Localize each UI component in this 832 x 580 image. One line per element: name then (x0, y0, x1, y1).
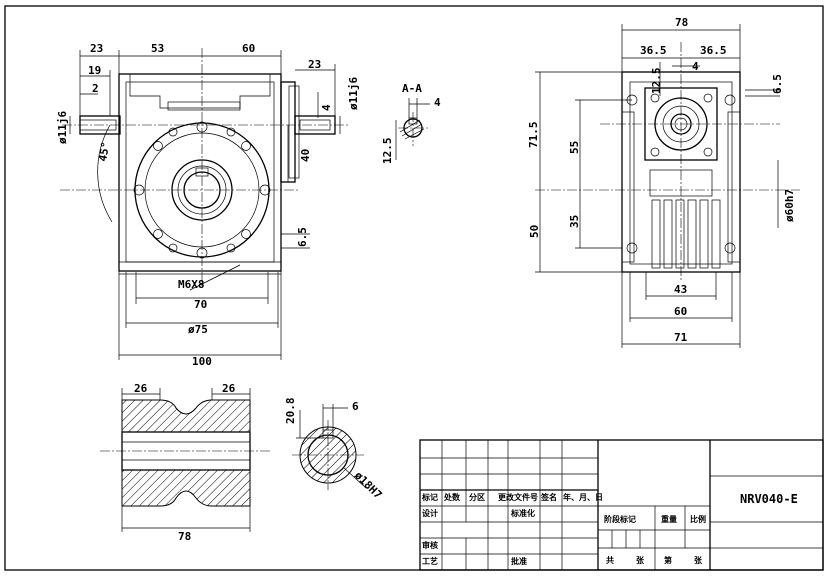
tb-sheet-unit1: 张 (636, 556, 645, 565)
dim-45deg: 45° (96, 141, 112, 163)
title-block-frame (419, 439, 824, 571)
shaft-dim-78: 78 (178, 530, 191, 543)
tb-weight: 重量 (661, 514, 677, 524)
tb-cell-approve: 批准 (511, 556, 527, 566)
side-dim-12-5: 12.5 (650, 68, 663, 95)
side-dim-78: 78 (675, 16, 688, 29)
side-dim-55: 55 (568, 141, 581, 154)
tb-cell-design: 设计 (422, 508, 438, 518)
dim-shaft-right: ø11j6 (347, 77, 360, 110)
dim-23-right: 23 (308, 58, 321, 71)
bolt-hole (153, 229, 163, 239)
section-a-a-view: A-A 4 12.5 (381, 82, 441, 164)
tb-scale: 比例 (690, 514, 706, 524)
dim-shaft-left: ø11j6 (56, 111, 69, 144)
dim-6-5: 6.5 (296, 227, 309, 247)
side-dim-36-5-right: 36.5 (700, 44, 727, 57)
bore-dim-18h7: ø18H7 (352, 469, 385, 502)
bore-dim-20-8: 20.8 (284, 398, 297, 425)
section-dim-4: 4 (434, 96, 441, 109)
dim-4-right: 4 (320, 104, 333, 111)
bolt-hole (241, 141, 251, 151)
side-dim-6-5: 6.5 (771, 74, 784, 94)
thread-m6: M6X8 (178, 278, 205, 291)
tb-sheet-total: 共 (606, 555, 614, 565)
side-view: 78 36.5 36.5 12.5 4 6.5 71.5 55 35 50 ø6… (527, 16, 800, 348)
side-dim-4: 4 (692, 60, 699, 73)
section-dim-12-5: 12.5 (381, 138, 394, 165)
dim-23-left: 23 (90, 42, 103, 55)
shaft-dim-26-right: 26 (222, 382, 236, 395)
tb-cell-change-doc: 更改文件号 (498, 492, 538, 502)
tb-cell-date: 年、月、日 (563, 492, 603, 502)
tb-cell-standard: 标准化 (510, 508, 535, 518)
side-dim-50: 50 (528, 225, 541, 238)
bore-view: 20.8 6 ø18H7 (284, 398, 384, 502)
dim-40: 40 (299, 149, 312, 162)
dim-2: 2 (92, 82, 99, 95)
tb-cell-count: 处数 (443, 492, 461, 502)
dim-70: 70 (194, 298, 207, 311)
side-dim-35: 35 (568, 215, 581, 228)
dim-100: 100 (192, 355, 212, 368)
tb-sheet-no: 第 (664, 555, 672, 565)
section-label: A-A (402, 82, 422, 95)
side-dim-43: 43 (674, 283, 687, 296)
bolt-hole (153, 141, 163, 151)
tb-cell-review: 审核 (422, 540, 438, 550)
dim-75: ø75 (188, 323, 208, 336)
tb-sheet-unit2: 张 (694, 556, 703, 565)
tb-stage-mark: 阶段标记 (604, 514, 636, 524)
dim-19: 19 (88, 64, 101, 77)
dim-60: 60 (242, 42, 255, 55)
dim-53: 53 (151, 42, 164, 55)
shaft-dim-26-left: 26 (134, 382, 148, 395)
tb-cell-zone: 分区 (469, 492, 485, 502)
tb-cell-process: 工艺 (422, 556, 438, 566)
side-dim-60: 60 (674, 305, 687, 318)
drawing-frame (4, 5, 824, 571)
tb-cell-signature: 签名 (540, 492, 557, 502)
shaft-view: 26 26 78 (100, 382, 272, 543)
side-dim-60h7: ø60h7 (783, 189, 796, 222)
side-dim-71: 71 (674, 331, 688, 344)
shaft-hatched-section (121, 399, 251, 433)
part-code: NRV040-E (740, 492, 798, 506)
title-block: 标记 处数 分区 更改文件号 签名 年、月、日 设计 标准化 审核 工艺 批准 … (419, 439, 824, 571)
bore-dim-6: 6 (352, 400, 359, 413)
bolt-hole (241, 229, 251, 239)
tb-cell-mark: 标记 (421, 492, 438, 502)
front-view: 23 53 60 19 2 ø11j6 23 ø11j6 4 40 45° 6.… (56, 42, 360, 368)
side-dim-71-5: 71.5 (527, 122, 540, 149)
side-dim-36-5-left: 36.5 (640, 44, 667, 57)
